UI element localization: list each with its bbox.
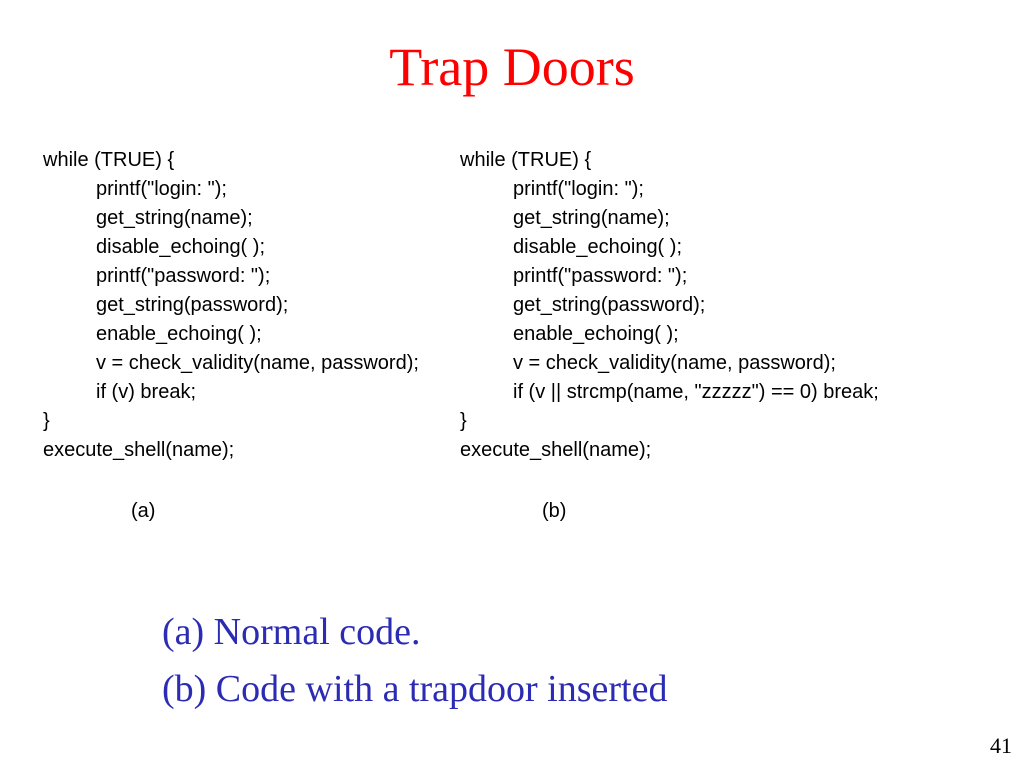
code-line: if (v) break; [96,381,197,403]
code-line: execute_shell(name); [43,439,235,461]
code-label-a: (a) [131,500,156,522]
description: (a) Normal code. (b) Code with a trapdoo… [162,604,667,718]
code-line: printf("password: "); [513,265,688,287]
code-line: printf("password: "); [96,265,271,287]
code-line: execute_shell(name); [460,439,652,461]
code-line: while (TRUE) { [460,149,592,171]
code-line: } [43,410,50,432]
code-line: while (TRUE) { [43,149,175,171]
code-line: printf("login: "); [513,178,644,200]
slide-title: Trap Doors [389,37,635,97]
page-number: 41 [990,733,1012,758]
code-line: } [460,410,467,432]
code-line: enable_echoing( ); [513,323,679,345]
code-line: get_string(password); [96,294,289,316]
description-line-b: (b) Code with a trapdoor inserted [162,668,668,710]
code-block-a: while (TRUE) { printf("login: "); get_stri… [43,146,419,465]
code-line: enable_echoing( ); [96,323,262,345]
code-line: get_string(name); [513,207,670,229]
description-line-a: (a) Normal code. [162,611,421,653]
code-line: disable_echoing( ); [96,236,265,258]
code-line: if (v || strcmp(name, "zzzzz") == 0) bre… [513,381,879,403]
code-line: get_string(password); [513,294,706,316]
code-label-b: (b) [542,500,567,522]
code-block-b: while (TRUE) { printf("login: "); get_stri… [460,146,879,465]
code-line: v = check_validity(name, password); [513,352,836,374]
code-line: disable_echoing( ); [513,236,682,258]
code-line: printf("login: "); [96,178,227,200]
code-line: v = check_validity(name, password); [96,352,419,374]
code-line: get_string(name); [96,207,253,229]
